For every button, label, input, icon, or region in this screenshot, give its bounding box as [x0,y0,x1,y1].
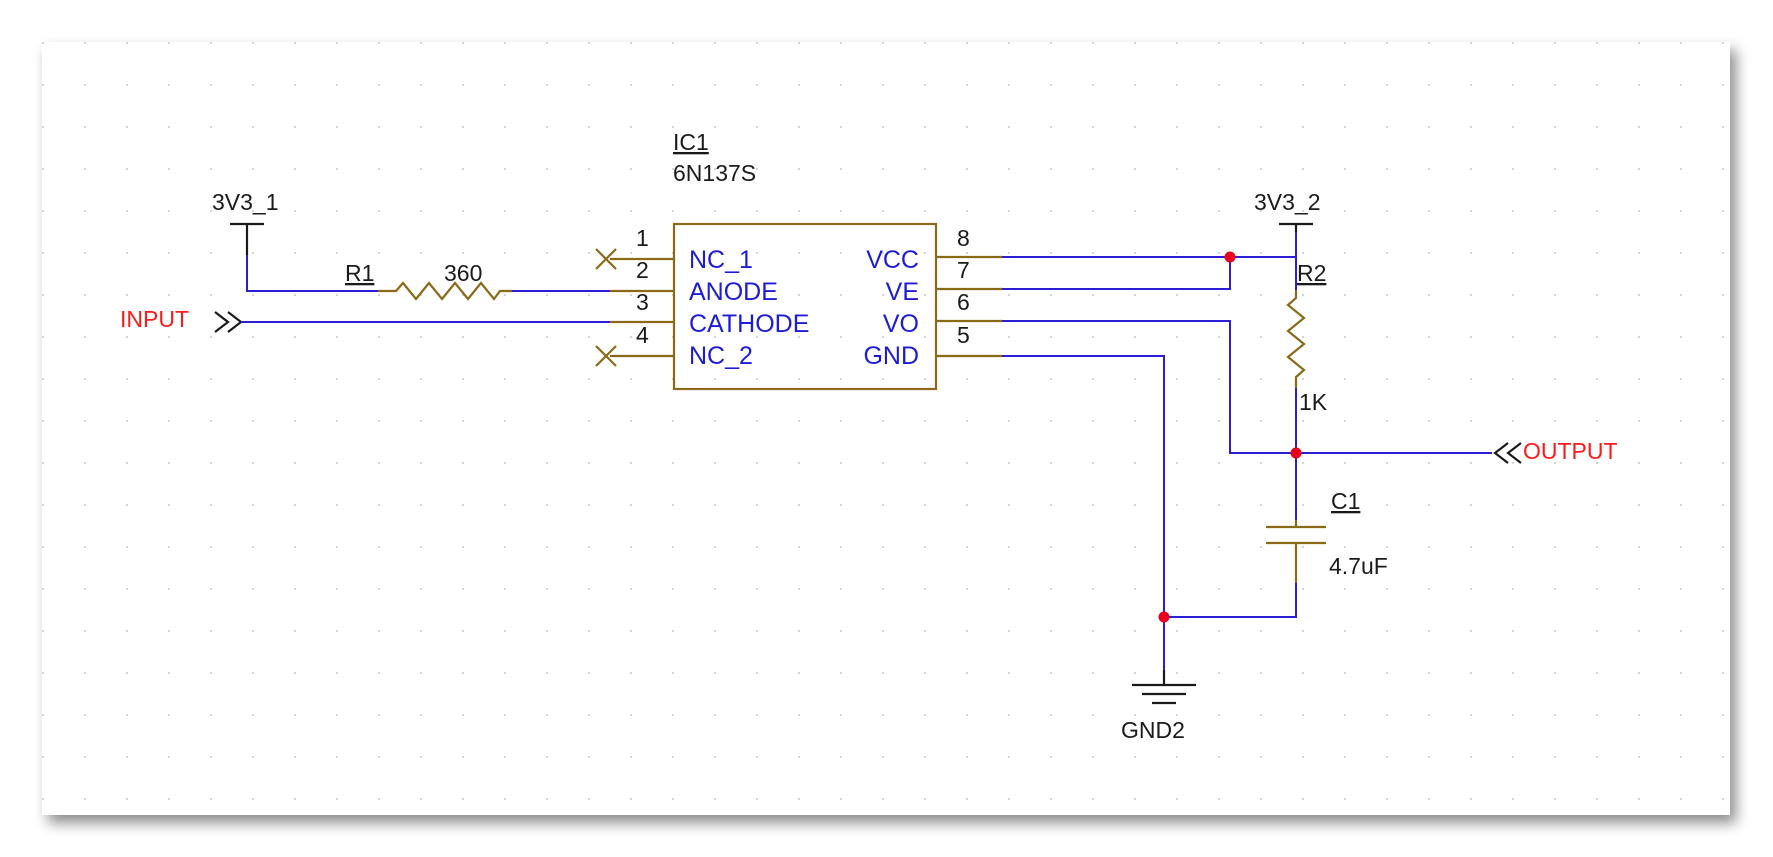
pin-name-nc1: NC_1 [689,246,753,274]
resistor-r1[interactable] [378,281,512,301]
r1-ref: R1 [345,260,374,286]
power-symbol-3v3-1 [230,222,264,255]
power-symbol-3v3-2 [1279,222,1313,232]
capacitor-c1[interactable] [1266,520,1326,583]
pin-name-anode: ANODE [689,278,778,306]
r2-ref: R2 [1297,260,1326,286]
pin-number-2: 2 [636,257,649,283]
output-port-symbol[interactable] [1493,442,1522,464]
resistor-r2[interactable] [1286,290,1306,388]
no-connect-mark [595,248,617,270]
no-connect-mark [595,345,617,367]
pin-name-cathode: CATHODE [689,310,809,338]
junction-dot [1224,251,1236,263]
junction-dot [1158,611,1170,623]
ground-symbol [1132,670,1196,705]
pin-number-7: 7 [957,257,970,283]
power-label-3v3-1: 3V3_1 [212,189,279,215]
input-port-symbol[interactable] [214,311,247,333]
pin-name-vcc: VCC [866,246,919,274]
wires [246,230,1492,680]
pin-number-4: 4 [636,322,649,348]
ic1-symbol[interactable] [595,222,1002,391]
r2-value: 1K [1299,389,1328,415]
pin-name-nc2: NC_2 [689,342,753,370]
pin-name-vo: VO [883,310,919,338]
pin-number-1: 1 [636,225,649,251]
c1-ref: C1 [1331,488,1360,514]
output-port-label: OUTPUT [1523,438,1618,464]
pin-number-3: 3 [636,289,649,315]
junction-dot [1290,447,1302,459]
ground-label: GND2 [1121,717,1185,743]
r1-value: 360 [444,260,482,286]
pin-name-ve: VE [886,278,919,306]
input-port-label: INPUT [120,306,189,332]
c1-value: 4.7uF [1329,553,1388,579]
pin-number-5: 5 [957,322,970,348]
ic1-ref: IC1 [673,129,709,155]
pin-number-8: 8 [957,225,970,251]
pin-number-6: 6 [957,289,970,315]
pin-name-gnd: GND [863,342,919,370]
power-label-3v3-2: 3V3_2 [1254,189,1321,215]
ic1-value: 6N137S [673,160,756,186]
